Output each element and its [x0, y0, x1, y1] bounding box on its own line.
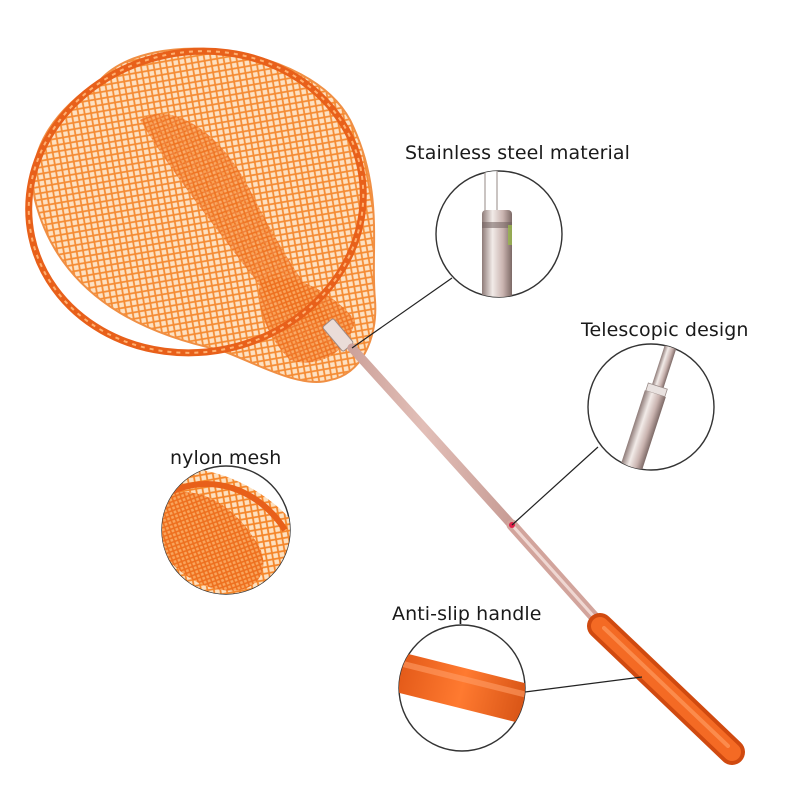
label-telescopic-design: Telescopic design — [581, 319, 749, 341]
net-fold — [140, 113, 330, 322]
label-stainless-steel: Stainless steel material — [405, 142, 631, 164]
telescopic-shaft — [347, 343, 610, 634]
callout-telescopic-leader — [511, 446, 599, 526]
callout-handle-leader — [524, 676, 643, 693]
label-nylon-mesh: nylon mesh — [170, 447, 282, 469]
callout-handle — [398, 624, 643, 752]
callout-nylon — [161, 465, 291, 595]
callout-telescopic — [511, 343, 715, 526]
label-anti-slip-handle: Anti-slip handle — [392, 603, 542, 625]
net-rim-highlight — [27, 50, 365, 354]
shaft-segment-upper-stroke — [347, 343, 517, 530]
callout-steel — [351, 170, 563, 349]
net-fold-lower — [259, 277, 355, 363]
net-head — [25, 47, 377, 383]
anti-slip-handle — [587, 613, 745, 765]
callout-steel-leader — [351, 277, 453, 349]
